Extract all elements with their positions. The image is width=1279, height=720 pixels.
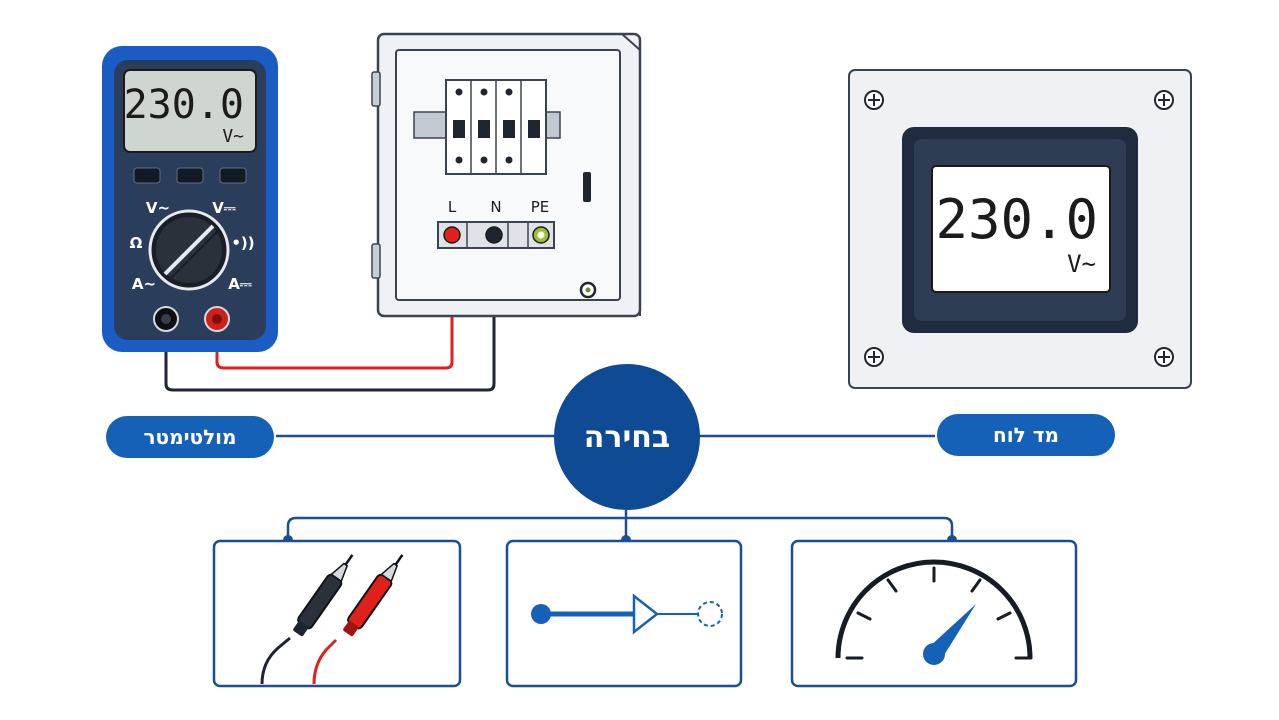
earth-bolt xyxy=(579,281,597,299)
circuit-breakers xyxy=(445,79,547,175)
distribution-panel: L N PE xyxy=(371,32,642,318)
panel-meter-reading: 230.0 xyxy=(935,188,1098,251)
option-card-gauge xyxy=(790,539,1078,688)
multimeter-label: מולטימטר xyxy=(106,416,274,458)
gauge-icon xyxy=(835,559,1033,665)
terminal-block xyxy=(437,221,555,249)
multimeter-reading: 230.0 xyxy=(124,82,244,128)
screw-icon xyxy=(864,90,1174,367)
multimeter-display xyxy=(123,69,257,153)
neutral-wire xyxy=(164,238,496,392)
mode-button-2 xyxy=(176,167,204,184)
probe-jack-v xyxy=(204,306,230,332)
choice-hub: בחירה xyxy=(554,364,700,510)
multimeter: 230.0 V~ V~ V⎓ Ω •)) A~ A⎓ xyxy=(102,46,278,352)
dial-label-dc-volts: V⎓ xyxy=(212,199,236,217)
rotary-dial xyxy=(148,209,230,291)
test-probes-icon xyxy=(260,554,404,685)
option-card-probes xyxy=(212,539,462,688)
line-wire xyxy=(215,238,454,370)
panel-latch xyxy=(583,172,591,202)
mode-button-3 xyxy=(219,167,247,184)
dial-label-ac-volts: V~ xyxy=(146,199,170,217)
panel-meter: 230.0 V~ xyxy=(848,69,1192,389)
dial-label-dc-amps: A⎓ xyxy=(228,275,252,293)
mode-button-1 xyxy=(133,167,161,184)
panel-meter-unit: V~ xyxy=(1067,250,1096,278)
terminal-label-neutral: N xyxy=(490,198,501,216)
terminal-label-line: L xyxy=(448,198,457,216)
panel-hinge-top xyxy=(371,71,381,107)
connection-arrow-icon xyxy=(531,593,723,635)
dial-label-continuity: •)) xyxy=(231,234,254,252)
panel-hinge-bottom xyxy=(371,243,381,279)
connector-lines xyxy=(276,434,954,540)
multimeter-unit: V~ xyxy=(222,126,244,147)
dial-label-ac-amps: A~ xyxy=(132,275,156,293)
panel-meter-label: מד לוח xyxy=(937,414,1115,456)
dial-label-ohms: Ω xyxy=(130,234,143,252)
probe-jack-com xyxy=(153,306,179,332)
panel-meter-display xyxy=(931,165,1111,293)
terminal-label-earth: PE xyxy=(531,198,550,216)
